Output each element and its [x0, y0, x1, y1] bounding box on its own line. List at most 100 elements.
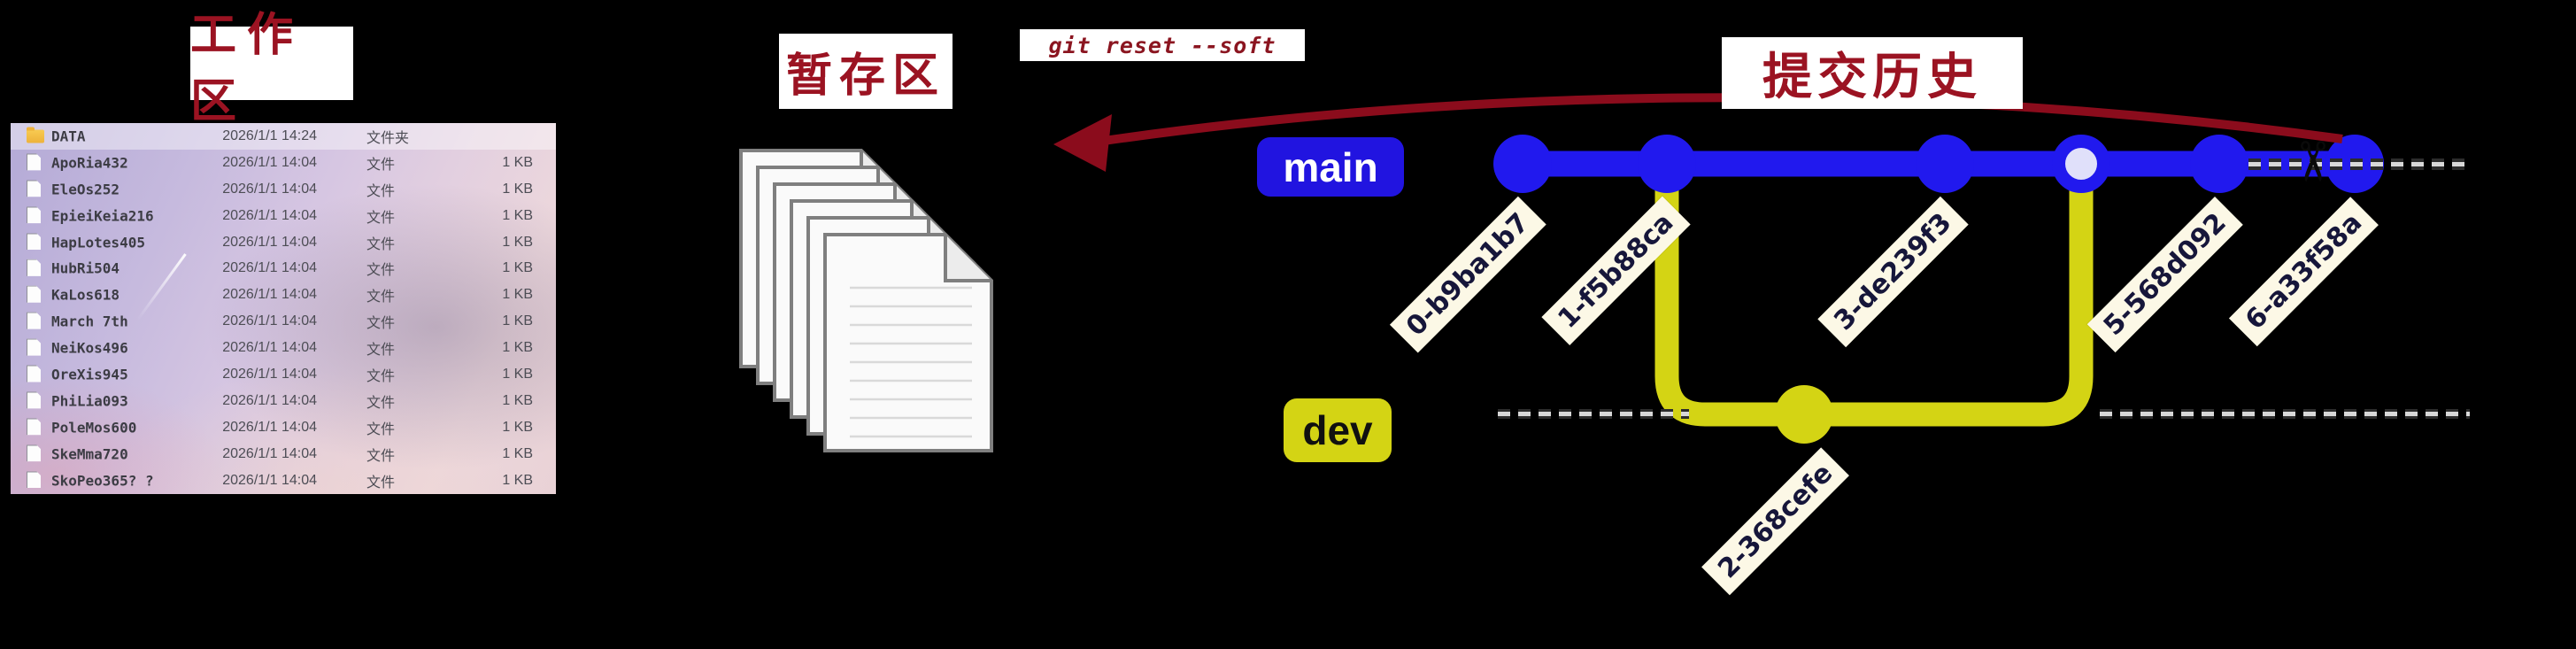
file-size: 1 KB [502, 340, 533, 356]
workspace-title: 工作区 [190, 10, 353, 127]
file-row[interactable]: SkeMma720 2026/1/1 14:04 文件 1 KB [11, 441, 556, 467]
file-size: 1 KB [502, 207, 533, 223]
file-name: March 7th [51, 313, 128, 330]
file-type: 文件夹 [366, 130, 410, 146]
file-name: DATA [51, 127, 86, 145]
file-date: 2026/1/1 14:04 [222, 419, 317, 435]
file-explorer-panel: DATA 2026/1/1 14:24 文件夹 ApoRia432 2026/1… [11, 123, 556, 494]
file-row[interactable]: EleOs252 2026/1/1 14:04 文件 1 KB [11, 176, 556, 203]
file-name: SkoPeo365? ? [51, 472, 154, 490]
file-date: 2026/1/1 14:04 [222, 234, 317, 250]
file-name: ApoRia432 [51, 154, 128, 172]
file-row[interactable]: PhiLia093 2026/1/1 14:04 文件 1 KB [11, 388, 556, 414]
commit-tag-3: 3-de239f3 [1817, 197, 1969, 348]
file-icon [27, 471, 41, 489]
commit-node-merge-hollow[interactable] [2052, 135, 2110, 193]
file-name: HubRi504 [51, 259, 120, 277]
arrowhead [1053, 114, 1112, 172]
git-reset-command-label: git reset --soft [1020, 29, 1305, 61]
file-icon [27, 365, 41, 382]
file-name: PoleMos600 [51, 419, 137, 437]
file-name: EpieiKeia216 [51, 207, 154, 225]
file-type: 文件 [366, 395, 396, 411]
file-type: 文件 [366, 183, 396, 199]
file-size: 1 KB [502, 472, 533, 488]
file-name: HapLotes405 [51, 234, 145, 251]
file-type: 文件 [366, 343, 396, 359]
commit-node-1[interactable] [1638, 135, 1696, 193]
file-date: 2026/1/1 14:04 [222, 260, 317, 276]
file-name: PhiLia093 [51, 392, 128, 410]
commit-tag-5: 5-568d092 [2086, 197, 2243, 353]
file-size: 1 KB [502, 287, 533, 303]
file-date: 2026/1/1 14:04 [222, 313, 317, 329]
file-type: 文件 [366, 263, 396, 279]
file-type: 文件 [366, 316, 396, 332]
file-date: 2026/1/1 14:04 [222, 287, 317, 303]
dev-dashed-segment-left [1498, 409, 1689, 419]
file-date: 2026/1/1 14:04 [222, 392, 317, 408]
file-date: 2026/1/1 14:04 [222, 181, 317, 197]
file-date: 2026/1/1 14:04 [222, 154, 317, 170]
commit-node-3[interactable] [1916, 135, 1974, 193]
file-row[interactable]: ApoRia432 2026/1/1 14:04 文件 1 KB [11, 150, 556, 176]
commit-tag-0: 0-b9ba1b7 [1390, 197, 1546, 353]
file-icon [27, 338, 41, 356]
file-icon [27, 206, 41, 224]
file-list: DATA 2026/1/1 14:24 文件夹 ApoRia432 2026/1… [11, 123, 556, 494]
commit-tag-1: 1-f5b88ca [1541, 197, 1691, 345]
file-row[interactable]: EpieiKeia216 2026/1/1 14:04 文件 1 KB [11, 203, 556, 229]
commit-node-0[interactable] [1493, 135, 1552, 193]
file-row[interactable]: PoleMos600 2026/1/1 14:04 文件 1 KB [11, 414, 556, 441]
staging-document-stack [739, 149, 993, 452]
file-row[interactable]: HapLotes405 2026/1/1 14:04 文件 1 KB [11, 229, 556, 256]
file-size: 1 KB [502, 181, 533, 197]
file-size: 1 KB [502, 234, 533, 250]
file-type: 文件 [366, 290, 396, 305]
file-size: 1 KB [502, 366, 533, 382]
file-type: 文件 [366, 368, 396, 384]
file-icon [27, 285, 41, 303]
file-type: 文件 [366, 421, 396, 437]
scissors-icon: ✂ [2279, 138, 2345, 185]
file-row[interactable]: DATA 2026/1/1 14:24 文件夹 [11, 123, 556, 150]
file-row[interactable]: OreXis945 2026/1/1 14:04 文件 1 KB [11, 361, 556, 388]
file-name: SkeMma720 [51, 445, 128, 463]
file-icon [27, 233, 41, 250]
file-date: 2026/1/1 14:04 [222, 472, 317, 488]
commit-node-2-dev[interactable] [1775, 385, 1833, 444]
dev-dashed-segment-right [2100, 409, 2470, 419]
file-date: 2026/1/1 14:04 [222, 366, 317, 382]
main-branch-badge[interactable]: main [1257, 137, 1404, 197]
file-row[interactable]: HubRi504 2026/1/1 14:04 文件 1 KB [11, 255, 556, 282]
file-type: 文件 [366, 236, 396, 252]
file-icon [27, 180, 41, 197]
file-row[interactable]: March 7th 2026/1/1 14:04 文件 1 KB [11, 308, 556, 335]
file-date: 2026/1/1 14:04 [222, 207, 317, 223]
file-size: 1 KB [502, 392, 533, 408]
file-icon [27, 391, 41, 409]
commit-tag-2: 2-368cefe [1701, 447, 1849, 596]
staging-title: 暂存区 [779, 34, 953, 109]
commit-tag-6: 6-a33f58a [2228, 197, 2379, 347]
file-size: 1 KB [502, 260, 533, 276]
file-size: 1 KB [502, 419, 533, 435]
file-date: 2026/1/1 14:24 [222, 127, 317, 143]
file-row[interactable]: KaLos618 2026/1/1 14:04 文件 1 KB [11, 282, 556, 308]
file-icon [27, 418, 41, 436]
file-icon [27, 444, 41, 462]
commit-node-5[interactable] [2190, 135, 2248, 193]
file-type: 文件 [366, 157, 396, 173]
file-name: OreXis945 [51, 366, 128, 383]
file-type: 文件 [366, 475, 396, 491]
file-row[interactable]: NeiKos496 2026/1/1 14:04 文件 1 KB [11, 335, 556, 361]
file-name: EleOs252 [51, 181, 120, 198]
file-icon [27, 127, 44, 143]
dev-branch-badge[interactable]: dev [1284, 398, 1392, 462]
file-type: 文件 [366, 448, 396, 464]
file-date: 2026/1/1 14:04 [222, 340, 317, 356]
file-row[interactable]: SkoPeo365? ? 2026/1/1 14:04 文件 1 KB [11, 467, 556, 494]
file-size: 1 KB [502, 313, 533, 329]
file-size: 1 KB [502, 154, 533, 170]
